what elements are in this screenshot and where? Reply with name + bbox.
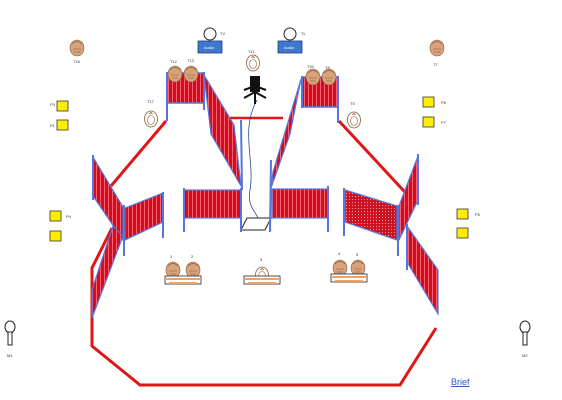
yellow-square: [49, 230, 62, 242]
podium-center: 3: [243, 257, 281, 285]
person-label: T11: [248, 49, 255, 54]
yellow-square: [456, 227, 469, 239]
podium-left: 1 2: [164, 254, 202, 285]
left-booth-people: T12 T13: [167, 58, 199, 83]
rope-segment-bottom: [90, 227, 438, 387]
person-label: T5: [350, 101, 355, 106]
clock-left: TV: [203, 27, 225, 41]
yellow-square: [49, 210, 62, 222]
person-top-right: T7: [429, 39, 445, 67]
yellow-square: [422, 96, 435, 108]
guard-right: T5: [347, 101, 361, 129]
seat-label: 2: [191, 254, 194, 259]
barrier-center-right: [271, 186, 329, 232]
person-icon: [347, 111, 361, 129]
seat-label: 5: [356, 252, 359, 257]
mic-right: M2: [519, 320, 531, 358]
yellow-square: [456, 208, 469, 220]
barrier-right-wing: [343, 154, 439, 317]
podium-icon: [243, 275, 281, 285]
clock-icon: [283, 27, 297, 41]
rope-boundary: [90, 116, 438, 387]
right-booth-people: T20 T8: [305, 64, 337, 86]
podium-right: 4 5: [330, 251, 368, 283]
podium-icon: [330, 273, 368, 283]
box-label: Audio: [284, 45, 295, 50]
person-label: T16: [73, 59, 81, 64]
seat-label: 1: [170, 254, 173, 259]
yellow-square: [422, 116, 435, 128]
person-icon: [321, 68, 337, 86]
square-label: P4: [66, 214, 72, 219]
box-label: Audio: [204, 45, 215, 50]
barrier-center-left: [183, 188, 242, 232]
person-icon: [246, 54, 260, 72]
person-label: T20: [307, 64, 315, 69]
person-center: T11: [246, 49, 260, 72]
squares-right: P8 P7 P5: [422, 96, 481, 239]
yellow-square: [56, 100, 69, 112]
person-icon: [167, 65, 183, 83]
person-label: T7: [433, 62, 438, 67]
mic-left: M1: [4, 320, 16, 358]
audio-box-right: Audio: [277, 40, 303, 54]
barrier-left-wing: [91, 154, 164, 319]
square-label: P8: [441, 100, 447, 105]
rope-segment-upper-right: [337, 119, 418, 206]
person-label: T8: [325, 65, 330, 70]
person-icon: [144, 110, 158, 128]
brief-link[interactable]: Brief: [451, 377, 470, 387]
seat-label: 3: [260, 257, 263, 262]
cable-line: [248, 99, 260, 225]
person-icon: [183, 65, 199, 83]
clock-label: TL: [301, 31, 306, 36]
microphone-icon: [519, 320, 531, 346]
square-label: P7: [441, 120, 447, 125]
person-icon: [429, 39, 445, 57]
mic-label: M2: [522, 353, 528, 358]
person-label: T17: [147, 99, 155, 104]
microphone-icon: [4, 320, 16, 346]
podium-icon: [164, 275, 202, 285]
person-top-left: T16: [69, 39, 85, 64]
mic-label: M1: [7, 353, 13, 358]
audio-box-left: Audio: [197, 40, 223, 54]
floor-marker: [240, 217, 272, 231]
guard-left: T17: [144, 99, 158, 128]
rope-segment-upper-left: [109, 120, 168, 187]
barrier-top-left-booth: [166, 72, 243, 191]
clock-right: TL: [283, 27, 306, 41]
squares-left: P3 P1 P4: [49, 100, 72, 242]
clock-label: TV: [220, 31, 225, 36]
square-label: P3: [50, 102, 56, 107]
camera-icon: [243, 76, 267, 104]
person-label: T12: [170, 59, 178, 64]
square-label: P1: [50, 123, 56, 128]
square-label: P5: [475, 212, 481, 217]
yellow-square: [56, 119, 69, 131]
person-label: T13: [187, 58, 195, 63]
person-icon: [69, 39, 85, 57]
person-icon: [305, 68, 321, 86]
seat-label: 4: [338, 251, 341, 256]
clock-icon: [203, 27, 217, 41]
